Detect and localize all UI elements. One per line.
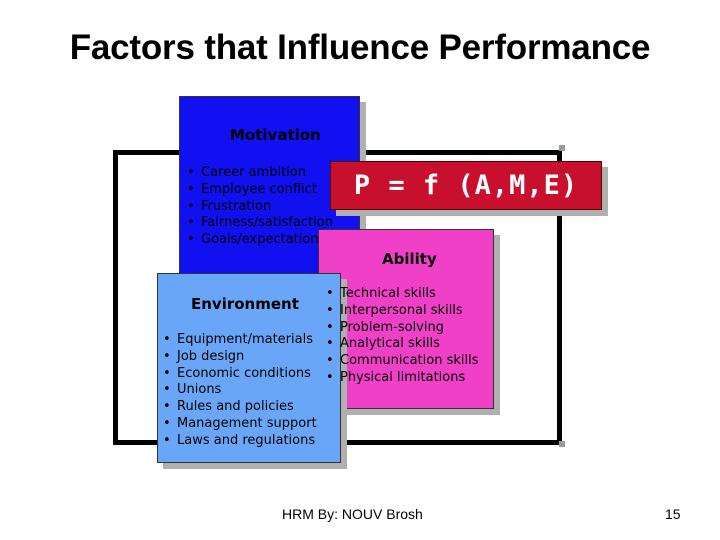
environment-heading: Environment bbox=[191, 295, 299, 313]
page-number: 15 bbox=[665, 506, 681, 522]
ability-item: Communication skills bbox=[326, 353, 479, 370]
ability-list: Technical skills Interpersonal skills Pr… bbox=[326, 286, 479, 387]
environment-item: Equipment/materials bbox=[163, 332, 317, 349]
environment-list: Equipment/materials Job design Economic … bbox=[163, 332, 317, 450]
environment-item: Unions bbox=[163, 382, 317, 399]
environment-item: Economic conditions bbox=[163, 366, 317, 383]
ability-item: Physical limitations bbox=[326, 370, 479, 387]
frame-corner-bottom-right bbox=[559, 441, 565, 447]
motivation-item: Fairness/satisfaction bbox=[187, 215, 333, 232]
motivation-item: Career ambition bbox=[187, 165, 333, 182]
motivation-item: Frustration bbox=[187, 199, 333, 216]
performance-formula: P = f (A,M,E) bbox=[330, 161, 602, 210]
environment-item: Management support bbox=[163, 416, 317, 433]
slide-title: Factors that Influence Performance bbox=[69, 28, 651, 67]
environment-item: Rules and policies bbox=[163, 399, 317, 416]
motivation-list: Career ambition Employee conflict Frustr… bbox=[187, 165, 333, 249]
footer-text: HRM By: NOUV Brosh bbox=[282, 506, 423, 522]
environment-item: Job design bbox=[163, 349, 317, 366]
frame-corner-top-right bbox=[559, 145, 565, 151]
motivation-heading: Motivation bbox=[230, 126, 321, 144]
ability-heading: Ability bbox=[382, 250, 437, 268]
motivation-item: Goals/expectations bbox=[187, 232, 333, 249]
ability-item: Technical skills bbox=[326, 286, 479, 303]
motivation-item: Employee conflict bbox=[187, 182, 333, 199]
ability-item: Analytical skills bbox=[326, 336, 479, 353]
ability-item: Problem-solving bbox=[326, 320, 479, 337]
ability-item: Interpersonal skills bbox=[326, 303, 479, 320]
environment-item: Laws and regulations bbox=[163, 433, 317, 450]
